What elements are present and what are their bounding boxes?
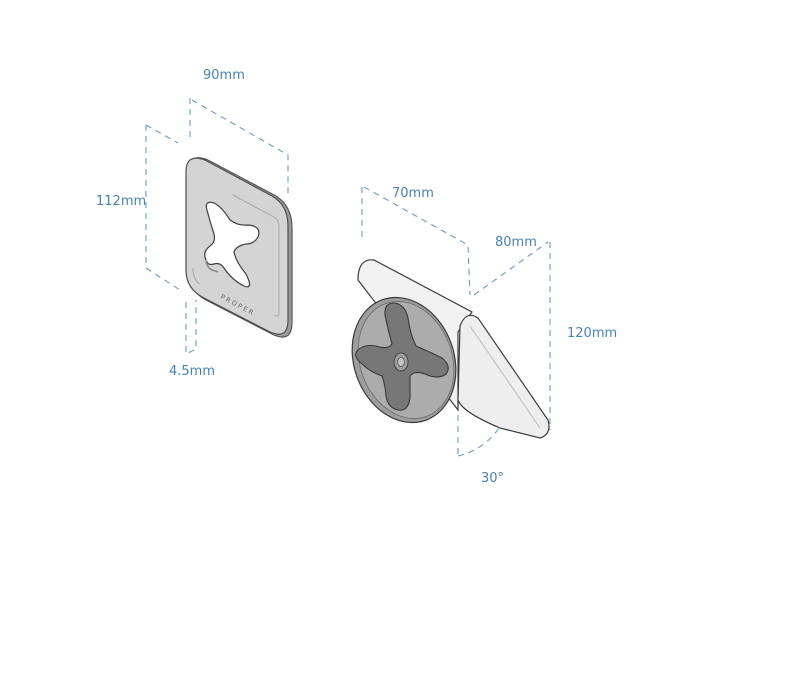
plate-dimension-lines [145,98,289,355]
tilted-mount [351,259,550,439]
mount-dimension-lines [361,186,551,457]
mount-width-label: 70mm [392,186,434,201]
adhesive-plate: PROPER [185,157,293,338]
plate-height-label: 112mm [96,194,147,209]
plate-width-label: 90mm [203,68,245,83]
plate-thickness-label: 4.5mm [169,364,216,379]
cross-cutout [204,201,260,288]
mount-angle-label: 30° [481,471,505,486]
mount-height-label: 120mm [567,326,618,341]
mount-depth-label: 80mm [495,235,537,250]
